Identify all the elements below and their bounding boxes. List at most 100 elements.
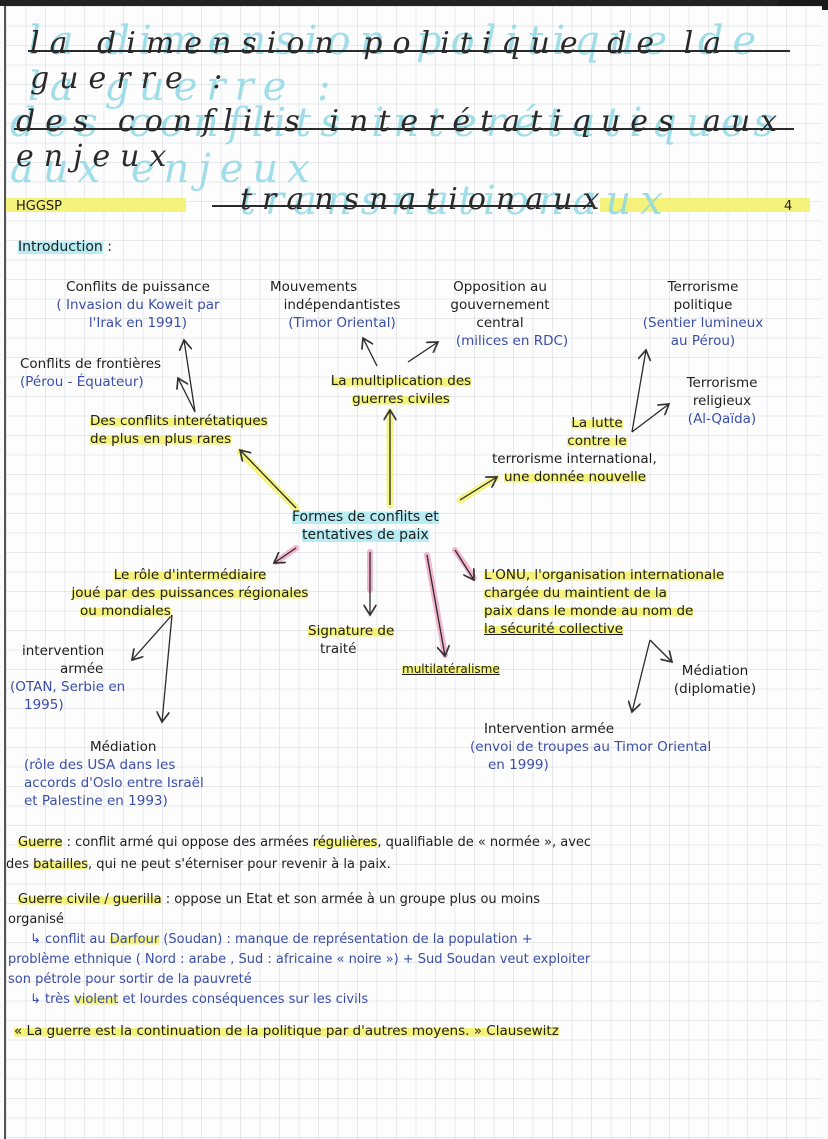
power-example-1: ( Invasion du Koweit par	[56, 297, 220, 313]
religious-title-2: religieux	[692, 393, 752, 409]
intermediary-armed-example-2: 1995)	[24, 697, 64, 713]
religious-title-1: Terrorisme	[686, 375, 758, 391]
onu-line4: la sécurité collective	[484, 621, 624, 637]
opposition-title-2: gouvernement	[450, 297, 550, 313]
onu-line2: chargée du maintient de la	[484, 585, 667, 601]
interstate-line2: de plus en plus rares	[90, 431, 232, 447]
power-title: Conflits de puissance	[66, 279, 210, 295]
intermediary-mediation-example-3: et Palestine en 1993)	[24, 793, 168, 809]
node-interstate: Des conflits interétatiques de plus en p…	[90, 412, 268, 448]
political-title-1: Terrorisme	[667, 279, 739, 295]
darfur-text-b: (Soudan) : manque de représentation de l…	[159, 932, 533, 947]
darfur-text-a: ↳ conflit au	[30, 932, 110, 947]
title-line1-stroke	[28, 50, 790, 52]
civil-wars-line2: guerres civiles	[352, 391, 450, 407]
civil-war-text-a: : oppose un Etat et son armée à un group…	[165, 892, 541, 907]
header-highlight-right	[600, 198, 810, 212]
definition-war: Guerre : conflit armé qui oppose des arm…	[6, 832, 592, 876]
quote-author: Clausewitz	[486, 1023, 559, 1039]
war-text-b: , qualifiable de « normée », avec	[377, 835, 592, 850]
node-civil-wars: La multiplication des guerres civiles	[296, 372, 506, 408]
terrorism-line3: terrorisme international,	[492, 451, 657, 467]
independence-example: (Timor Oriental)	[288, 315, 396, 331]
intro-colon: :	[107, 239, 112, 255]
node-border-conflicts: Conflits de frontières (Pérou - Équateur…	[20, 355, 161, 391]
intermediary-mediation-example-1: (rôle des USA dans les	[24, 757, 176, 773]
war-text-a: conflit armé qui oppose des armées	[75, 835, 313, 850]
node-treaty: Signature de traité	[308, 622, 395, 658]
intermediary-line1: Le rôle d'intermédiaire	[113, 567, 267, 583]
war-term: Guerre	[18, 835, 63, 850]
treaty-line2: traité	[320, 641, 357, 657]
darfur-line4-hl: violent	[74, 992, 119, 1007]
title-line3-stroke	[212, 205, 592, 207]
node-multilateralism: multilatéralisme	[402, 660, 500, 678]
terrorism-line1: La lutte	[571, 415, 623, 431]
center-node: Formes de conflits et tentatives de paix	[292, 508, 439, 544]
node-onu-armed: Intervention armée (envoi de troupes au …	[470, 720, 711, 774]
quote-text: « La guerre est la continuation de la po…	[14, 1023, 482, 1039]
darfur-line2: problème ethnique ( Nord : arabe , Sud :…	[8, 952, 591, 967]
title-line1-shadow: la dimension politique de la guerre :	[28, 18, 766, 110]
node-power-conflicts: Conflits de puissance ( Invasion du Kowe…	[28, 278, 248, 332]
clausewitz-quote: « La guerre est la continuation de la po…	[14, 1022, 559, 1040]
multilateralism-label: multilatéralisme	[402, 662, 500, 676]
title-line1: la dimension politique de la guerre :	[30, 26, 732, 96]
onu-line3: paix dans le monde au nom de	[484, 603, 694, 619]
independence-title-1: Mouvements	[270, 279, 358, 295]
war-hl-battles: batailles	[33, 857, 89, 872]
center-line1: Formes de conflits et	[292, 509, 439, 525]
intro-heading: Introduction :	[18, 238, 112, 256]
onu-armed-title: Intervention armée	[484, 721, 615, 737]
darfur-line3: son pétrole pour sortir de la pauvreté	[8, 972, 252, 987]
political-title-2: politique	[673, 297, 733, 313]
terrorism-line4: une donnée nouvelle	[504, 469, 647, 485]
independence-title-2: indépendantistes	[283, 297, 401, 313]
node-onu-mediation: Médiation (diplomatie)	[660, 662, 770, 698]
civil-war-term: Guerre civile / guerilla	[18, 892, 162, 907]
onu-mediation-example: (diplomatie)	[673, 681, 757, 697]
intermediary-armed-title-1: intervention	[22, 643, 105, 659]
civil-wars-line1: La multiplication des	[330, 373, 472, 389]
node-independence: Mouvements indépendantistes (Timor Orien…	[262, 278, 422, 332]
node-terrorism: La lutte contre le terrorisme internatio…	[492, 414, 762, 486]
intermediary-armed-title-2: armée	[60, 661, 104, 677]
onu-mediation-title: Médiation	[681, 663, 749, 679]
darfur-hl: Darfour	[109, 932, 160, 947]
node-religious-terrorism: Terrorisme religieux (Al-Qaïda)	[672, 374, 772, 428]
intermediary-mediation-title: Médiation	[90, 739, 157, 755]
war-text-c: des	[6, 857, 34, 872]
darfur-line4-a: ↳ très	[30, 992, 75, 1007]
onu-armed-example-2: en 1999)	[488, 757, 549, 773]
intro-label: Introduction	[18, 239, 103, 255]
scan-edge-corner	[778, 0, 828, 10]
title-line2-shadow: des conflits interétatiques aux enjeux	[10, 100, 783, 192]
node-intermediary-mediation: Médiation (rôle des USA dans les accords…	[24, 738, 204, 810]
opposition-title-3: central	[476, 315, 524, 331]
borders-example: (Pérou - Équateur)	[20, 374, 144, 390]
onu-line1: L'ONU, l'organisation internationale	[484, 567, 725, 583]
node-intermediary: Le rôle d'intermédiaire joué par des pui…	[40, 566, 340, 620]
title-line3: transnationaux	[240, 182, 610, 217]
terrorism-line2: contre le	[567, 433, 627, 449]
node-onu: L'ONU, l'organisation internationale cha…	[484, 566, 725, 638]
power-example-2: l'Irak en 1991)	[88, 315, 188, 331]
title-line2: des conflits interétatiques aux enjeux	[16, 104, 788, 174]
civil-war-text-b: organisé	[8, 912, 64, 927]
treaty-line1: Signature de	[308, 623, 395, 639]
node-opposition: Opposition au gouvernement central (mili…	[420, 278, 580, 350]
page-number: 4	[784, 199, 793, 214]
war-sep: :	[62, 835, 76, 850]
definition-civil-war: Guerre civile / guerilla : oppose un Eta…	[8, 890, 590, 1010]
header-highlight-left	[6, 198, 186, 212]
opposition-example: (milices en RDC)	[455, 333, 569, 349]
political-example-2: au Pérou)	[670, 333, 736, 349]
intermediary-line3: ou mondiales	[80, 603, 171, 619]
title-line3-shadow: transnationaux	[240, 178, 672, 224]
node-political-terrorism: Terrorisme politique (Sentier lumineux a…	[628, 278, 778, 350]
node-intermediary-armed: intervention armée (OTAN, Serbie en 1995…	[10, 642, 125, 714]
opposition-title-1: Opposition au	[453, 279, 547, 295]
center-line2: tentatives de paix	[302, 527, 429, 543]
borders-title: Conflits de frontières	[20, 356, 162, 372]
intermediary-line2: joué par des puissances régionales	[71, 585, 309, 601]
